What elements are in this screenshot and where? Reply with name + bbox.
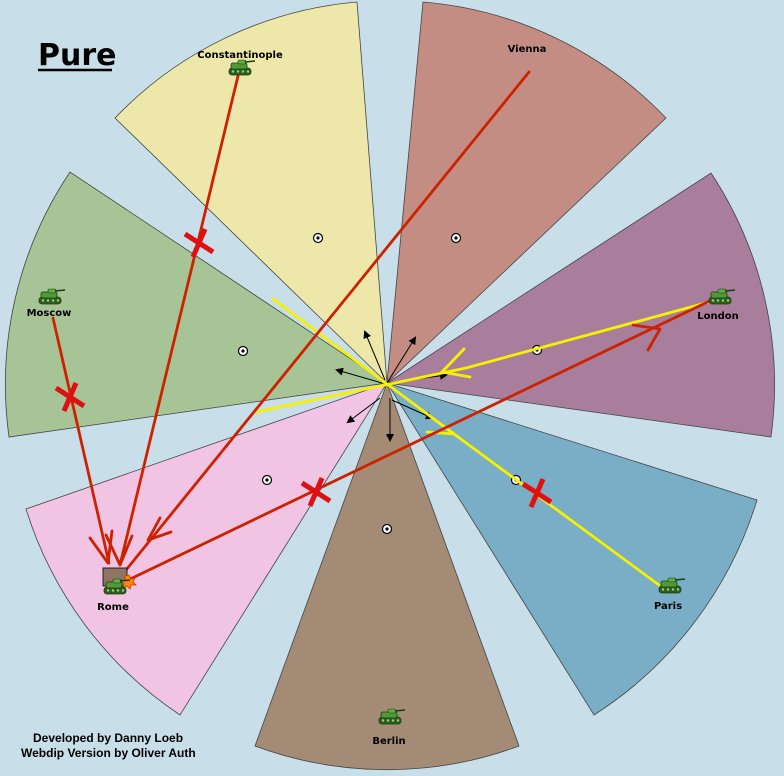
move-arrowhead	[88, 529, 114, 565]
label-london: London	[697, 311, 739, 322]
label-vienna: Vienna	[508, 44, 547, 55]
move-arrows	[51, 70, 720, 584]
move-arrow	[122, 295, 720, 584]
credit-webdip: Webdip Version by Oliver Auth	[21, 746, 196, 760]
retreat-arrow-icon	[363, 330, 386, 381]
territory-constantinople[interactable]	[114, 1, 388, 385]
territory-vienna[interactable]	[386, 1, 667, 385]
label-rome: Rome	[97, 602, 129, 613]
move-arrowhead	[146, 516, 173, 542]
territory-berlin[interactable]	[254, 381, 520, 770]
credit-developer: Developed by Danny Loeb	[33, 731, 183, 745]
retreat-arrow-icon	[335, 367, 383, 384]
move-arrowhead	[631, 323, 662, 352]
support-lines	[254, 297, 715, 587]
support-line	[254, 366, 468, 414]
label-berlin: Berlin	[372, 736, 405, 747]
move-arrow	[118, 74, 240, 567]
support-line	[452, 432, 661, 587]
territory-rome[interactable]	[25, 382, 388, 716]
label-paris: Paris	[654, 601, 682, 612]
retreat-arrow-icon	[391, 399, 434, 420]
label-constantinople: Constantinople	[197, 50, 283, 61]
support-line	[464, 299, 715, 370]
supply-center-icon	[450, 232, 462, 244]
territory-paris[interactable]	[386, 382, 758, 716]
supply-center-icon	[381, 523, 393, 535]
move-arrow	[120, 70, 531, 577]
supply-center-icon	[237, 345, 249, 357]
support-arrowhead	[439, 347, 472, 379]
territory-moscow[interactable]	[5, 171, 389, 438]
move-arrow	[51, 316, 111, 565]
retreat-arrow-icon	[346, 397, 381, 424]
map-title: Pure	[38, 38, 117, 73]
supply-center-icon	[312, 232, 324, 244]
territory-london[interactable]	[385, 172, 775, 438]
supply-center-icon	[261, 474, 273, 486]
retreat-arrow-icon	[386, 336, 417, 384]
label-moscow: Moscow	[27, 308, 72, 319]
support-line	[271, 297, 456, 436]
